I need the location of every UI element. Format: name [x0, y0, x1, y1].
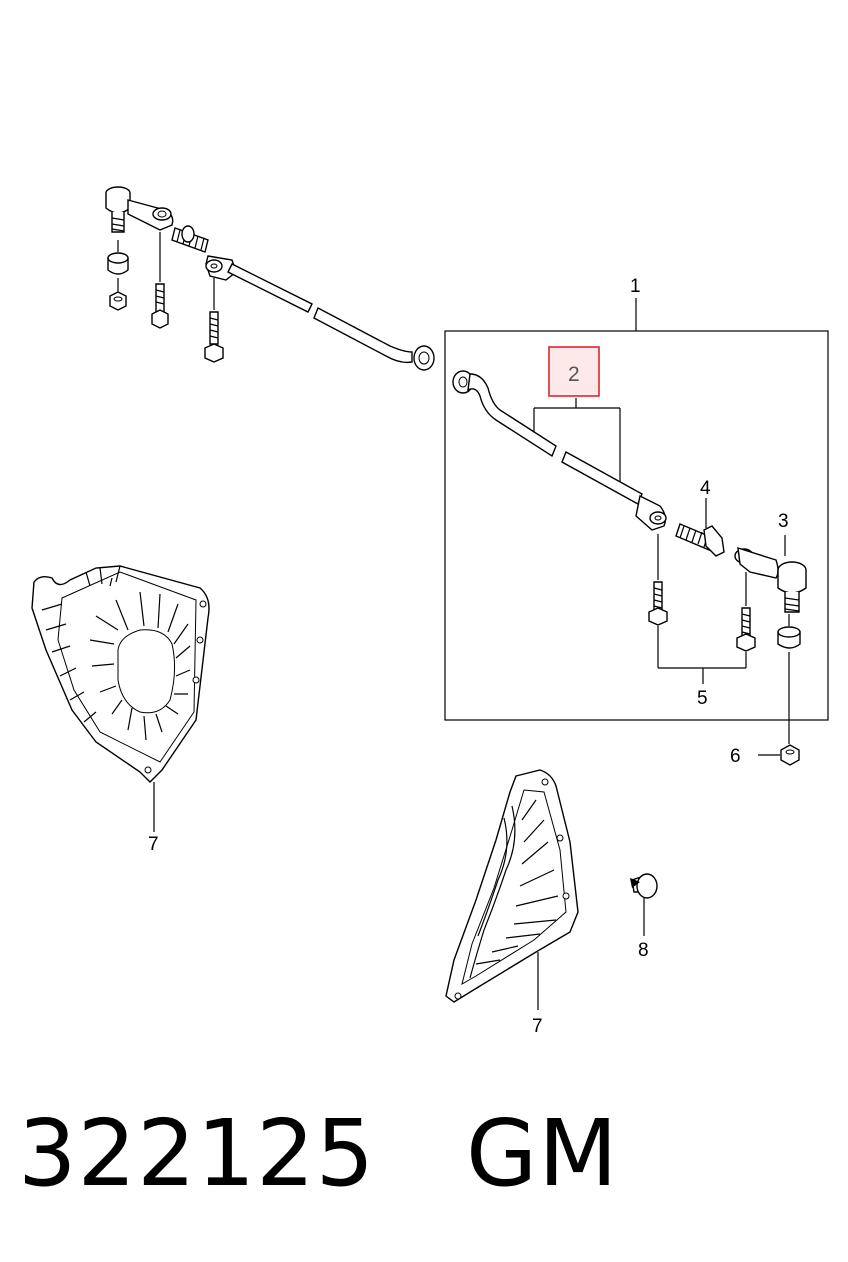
callout-2-leader — [533, 398, 621, 482]
tie-rod-part — [452, 370, 667, 531]
bolts-part — [648, 534, 756, 684]
adjuster-bolt-part — [675, 498, 725, 557]
callout-2-highlight[interactable]: 2 — [548, 346, 600, 397]
upper-linkage-assembly — [105, 186, 435, 371]
brand-name: GM — [465, 1100, 619, 1207]
splash-shield-right-part — [445, 769, 579, 1010]
callout-6-label: 6 — [730, 746, 741, 767]
callout-5-label: 5 — [697, 688, 708, 709]
splash-shield-left-part — [31, 565, 210, 832]
highlight-box — [548, 346, 600, 397]
part-number: 322125 — [18, 1100, 376, 1207]
assembly-frame — [444, 298, 829, 721]
nut-part — [758, 744, 800, 766]
tie-rod-end-part — [734, 535, 807, 744]
clip-part — [630, 873, 658, 936]
callout-8-label: 8 — [638, 940, 649, 961]
callout-7-right-label: 7 — [532, 1016, 543, 1037]
callout-1-label: 1 — [630, 276, 641, 297]
part-number-footer: 322125 GM — [18, 1108, 619, 1200]
callout-4-label: 4 — [700, 478, 711, 499]
callout-3-label: 3 — [778, 511, 789, 532]
callout-2-label: 2 — [568, 363, 580, 386]
callout-7-left-label: 7 — [148, 834, 159, 855]
